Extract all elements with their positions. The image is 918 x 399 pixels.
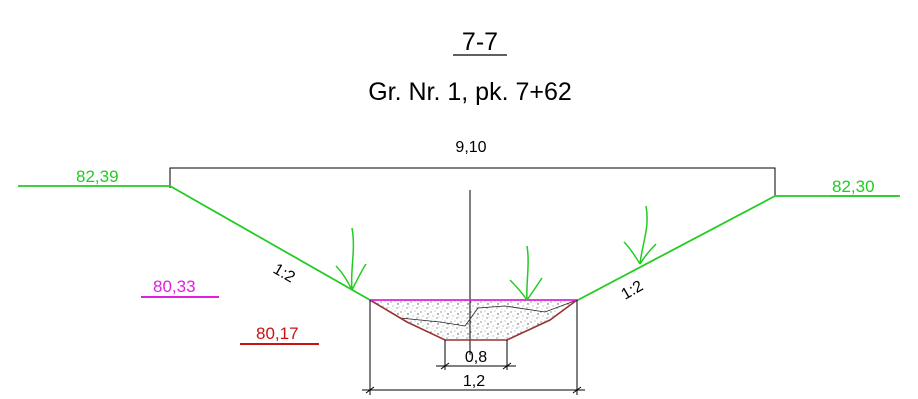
grass-symbol-left <box>335 227 367 291</box>
left-slope-label: 1:2 <box>270 261 298 287</box>
grass-symbol-center <box>509 245 543 301</box>
grass-symbol-right <box>623 205 657 265</box>
section-subtitle: Gr. Nr. 1, pk. 7+62 <box>368 78 572 106</box>
left-ground-slope-line <box>18 185 371 301</box>
right-slope-label: 1:2 <box>619 278 647 304</box>
channel-gravel-fill <box>370 300 577 340</box>
bottom-width-label: 0,8 <box>465 349 487 366</box>
right-ground-elevation: 82,30 <box>832 177 875 196</box>
left-ground-elevation: 82,39 <box>76 167 119 186</box>
bottom-dimension-lines <box>362 300 585 395</box>
top-width-dimension-line <box>169 167 776 196</box>
section-title: 7-7 <box>462 28 498 56</box>
top-width-label: 9,10 <box>455 139 486 156</box>
gravel-surface-line <box>369 299 578 327</box>
bottom-level-elevation: 80,17 <box>256 324 299 343</box>
water-level-elevation: 80,33 <box>153 277 196 296</box>
channel-bottom-line <box>369 299 578 341</box>
channel-width-label: 1,2 <box>463 373 485 390</box>
